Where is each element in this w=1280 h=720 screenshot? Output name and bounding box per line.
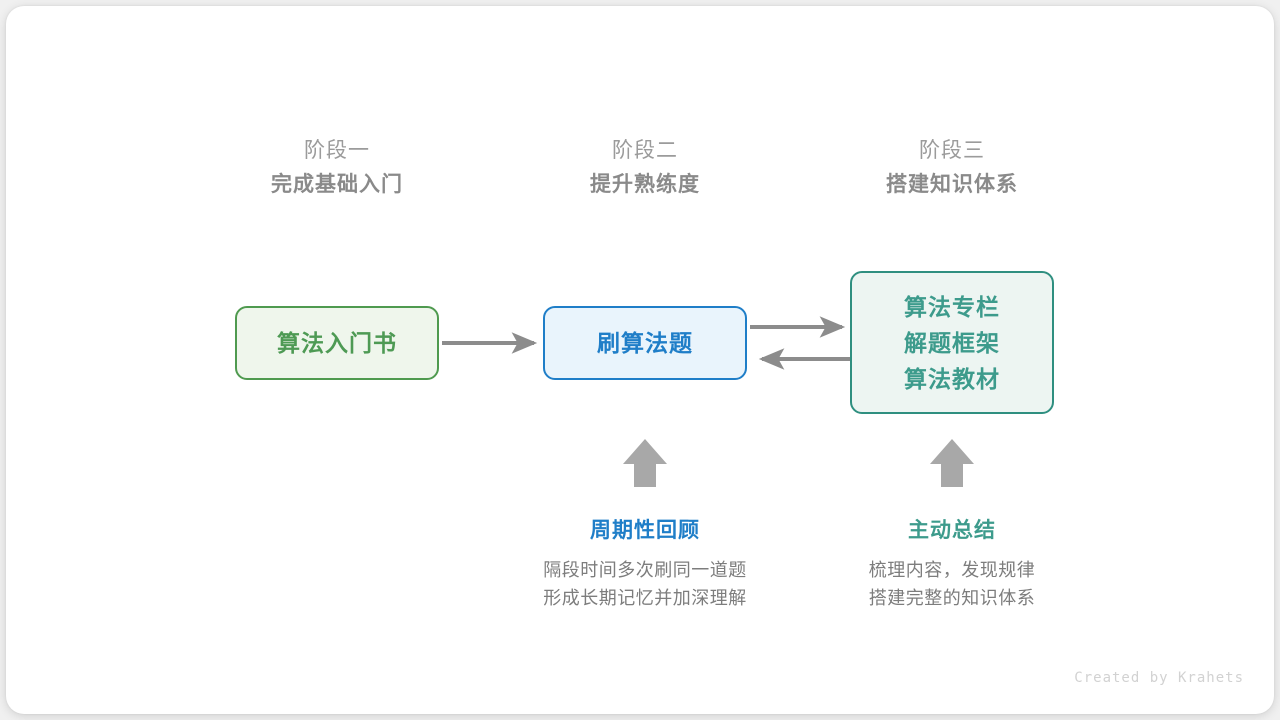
- stage-3-subtitle: 阶段三: [919, 139, 985, 162]
- stage-header-1: 阶段一 完成基础入门: [207, 134, 467, 202]
- node-resources-line-1: 算法专栏: [904, 293, 1000, 320]
- node-book-line-1: 算法入门书: [277, 330, 397, 356]
- node-practice-problems[interactable]: 刷算法题: [543, 306, 747, 380]
- note-periodic-review: 周期性回顾 隔段时间多次刷同一道题 形成长期记忆并加深理解: [495, 514, 795, 612]
- note-review-body-line-2: 形成长期记忆并加深理解: [543, 588, 747, 608]
- node-resources-line-2: 解题框架: [904, 329, 1000, 356]
- slide-card: 阶段一 完成基础入门 阶段二 提升熟练度 阶段三 搭建知识体系: [6, 6, 1274, 714]
- stage-3-title: 搭建知识体系: [886, 173, 1018, 196]
- stage-header-3: 阶段三 搭建知识体系: [822, 134, 1082, 202]
- node-algorithm-intro-book[interactable]: 算法入门书: [235, 306, 439, 380]
- stage-2-subtitle: 阶段二: [612, 139, 678, 162]
- node-practice-line-1: 刷算法题: [597, 330, 693, 356]
- arrow-up-review: [623, 439, 667, 487]
- note-review-body: 隔段时间多次刷同一道题 形成长期记忆并加深理解: [495, 556, 795, 612]
- note-review-body-line-1: 隔段时间多次刷同一道题: [543, 560, 747, 580]
- stage-header-2: 阶段二 提升熟练度: [515, 134, 775, 202]
- note-summary-body: 梳理内容，发现规律 搭建完整的知识体系: [802, 556, 1102, 612]
- stage-1-subtitle: 阶段一: [304, 139, 370, 162]
- note-summary-title: 主动总结: [908, 519, 996, 542]
- note-summary-body-line-1: 梳理内容，发现规律: [868, 560, 1036, 580]
- arrow-up-summary: [930, 439, 974, 487]
- node-learning-resources[interactable]: 算法专栏 解题框架 算法教材: [850, 271, 1054, 414]
- node-resources-line-3: 算法教材: [904, 365, 1000, 392]
- note-summary-body-line-2: 搭建完整的知识体系: [868, 588, 1036, 608]
- stage-2-title: 提升熟练度: [590, 173, 700, 196]
- stage-1-title: 完成基础入门: [271, 173, 403, 196]
- credit-label: Created by Krahets: [1074, 670, 1244, 686]
- note-review-title: 周期性回顾: [590, 519, 700, 542]
- note-active-summary: 主动总结 梳理内容，发现规律 搭建完整的知识体系: [802, 514, 1102, 612]
